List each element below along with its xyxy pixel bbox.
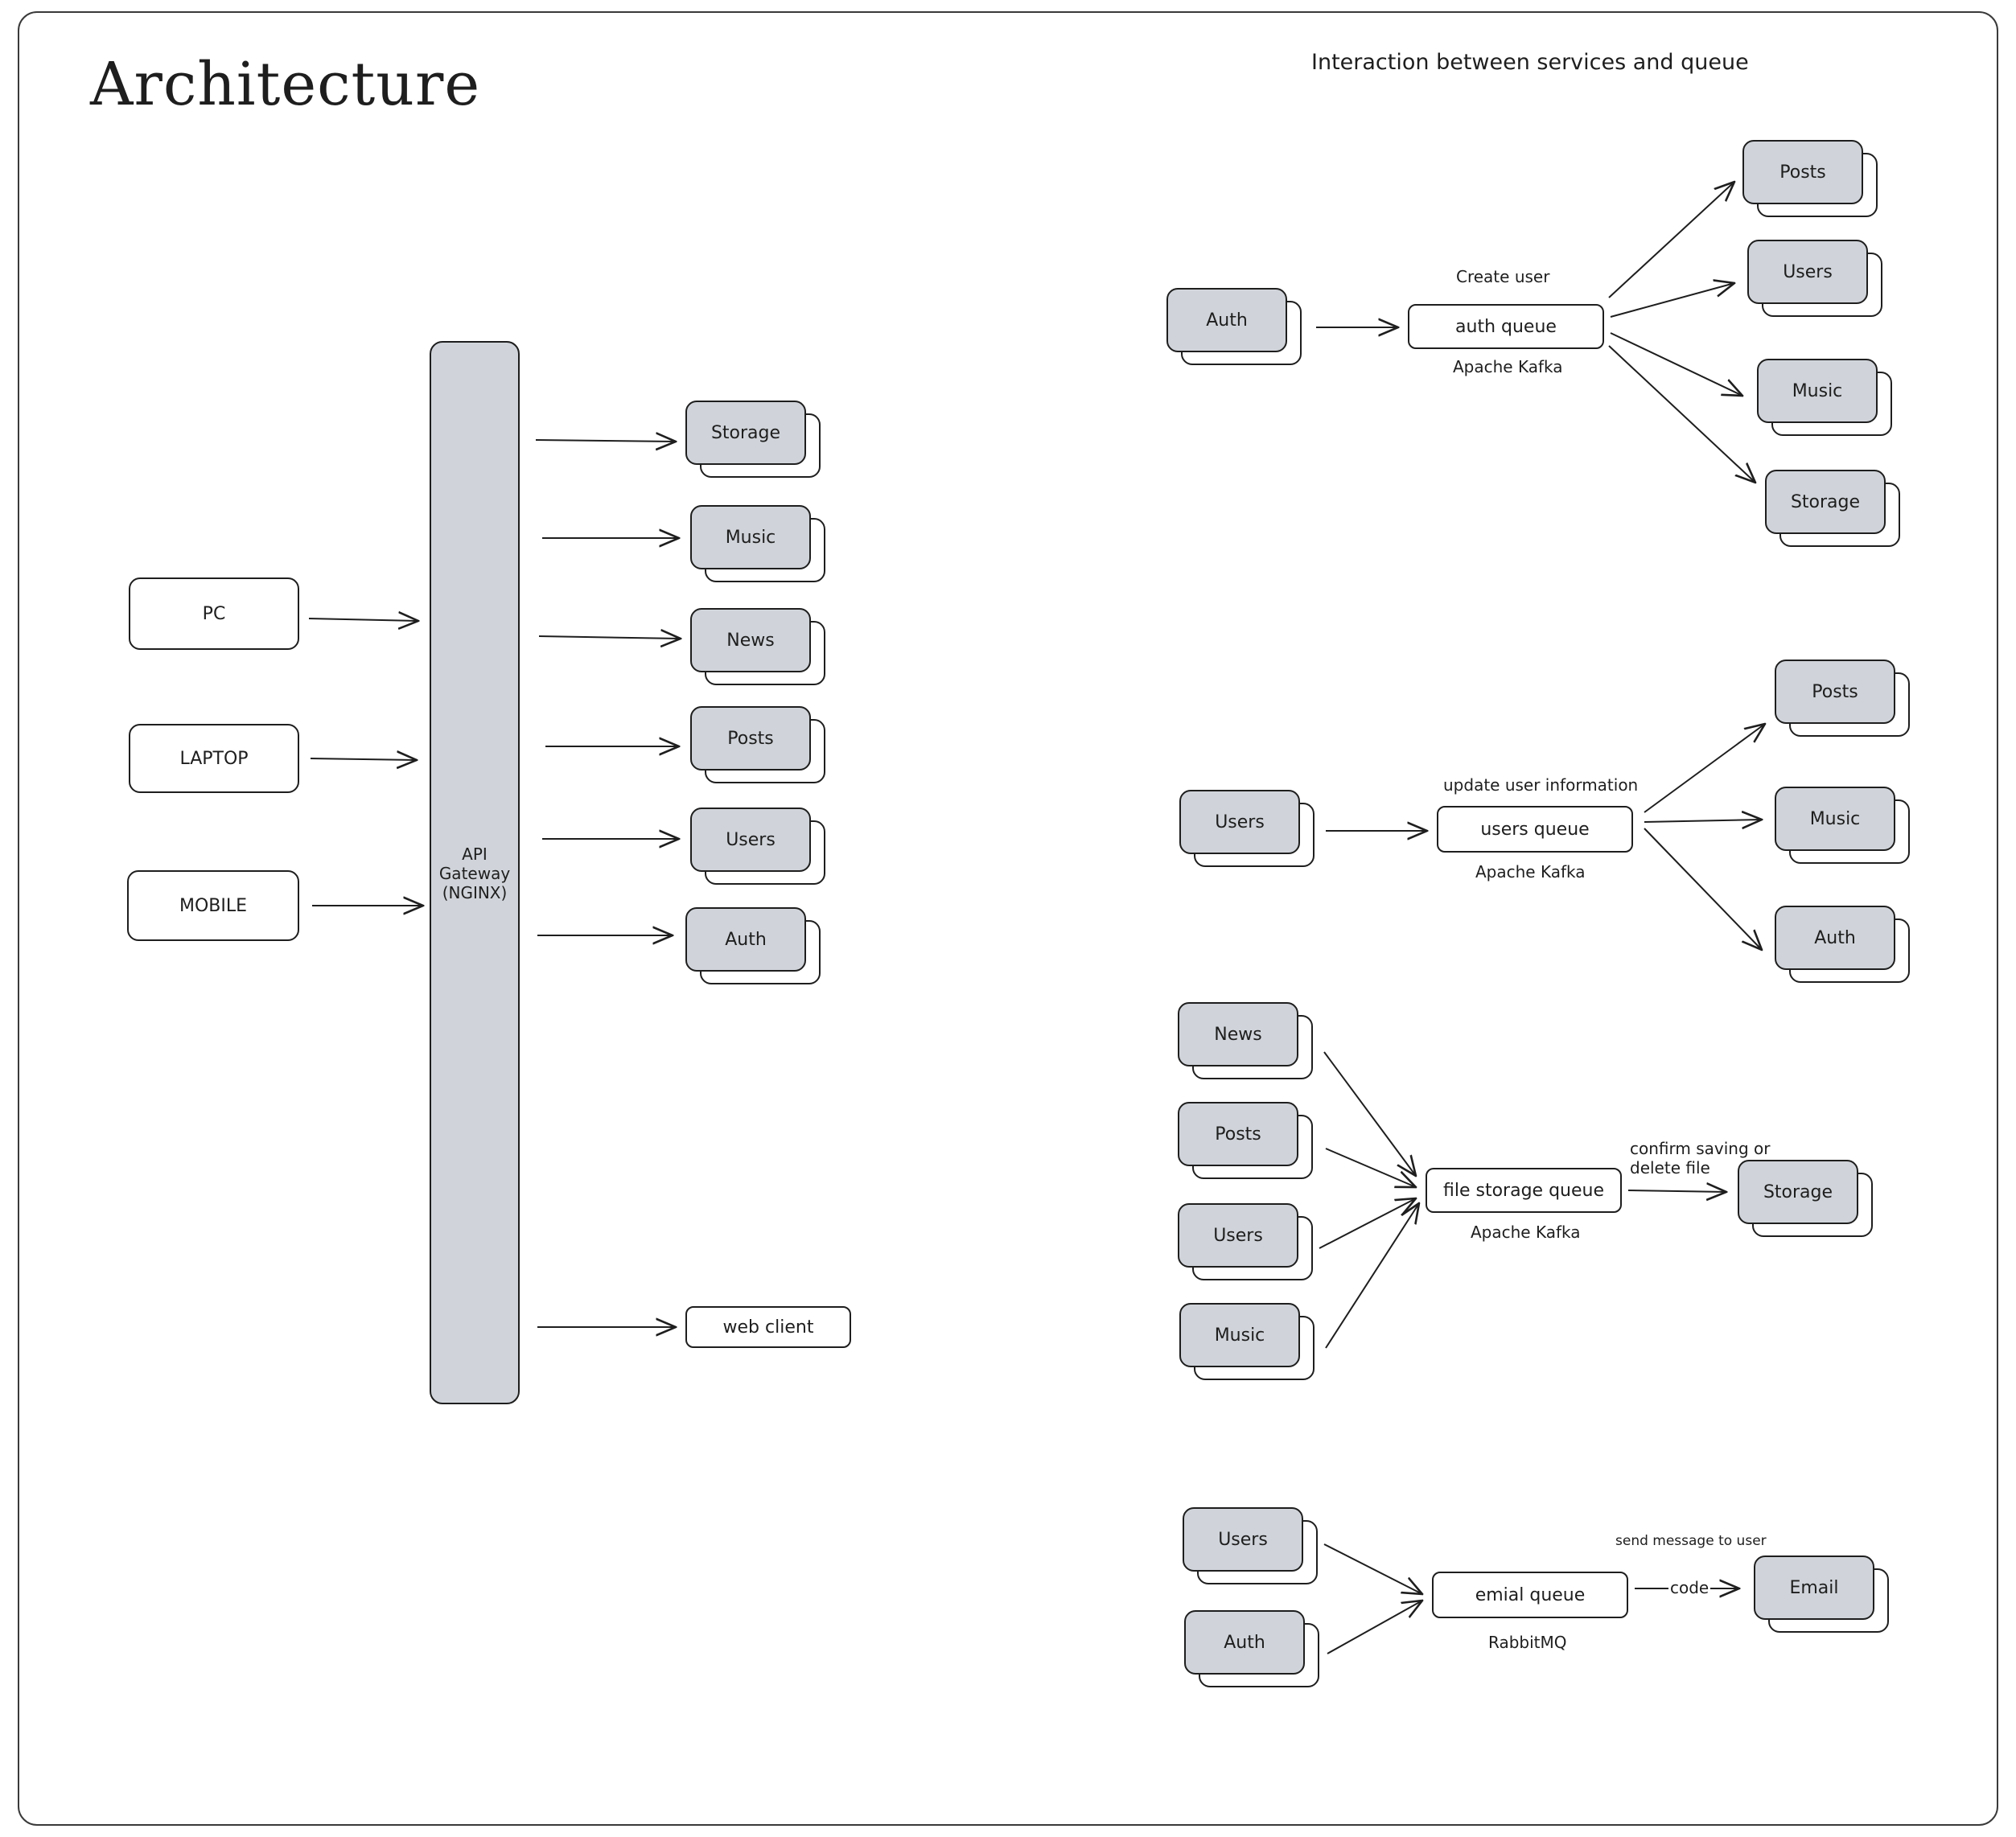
- service-label: Users: [1747, 240, 1868, 304]
- flow4-target-email[interactable]: Email: [1754, 1555, 1889, 1633]
- flow3-source-users[interactable]: Users: [1178, 1203, 1313, 1280]
- service-label: Storage: [685, 401, 806, 465]
- flow4-queue[interactable]: emial queue: [1432, 1572, 1628, 1618]
- flow1-broker-label: Apache Kafka: [1453, 357, 1563, 376]
- flow4-action-label: send message to user: [1615, 1533, 1767, 1549]
- section-heading: Interaction between services and queue: [1311, 50, 1749, 75]
- gateway-label-line3: (NGINX): [442, 883, 508, 902]
- service-label: Auth: [1775, 906, 1895, 970]
- arrow-usersqueue-auth: [1644, 828, 1762, 950]
- service-label: Users: [690, 808, 811, 872]
- arrow-gateway-storage: [535, 440, 676, 442]
- flow2-target-auth[interactable]: Auth: [1775, 906, 1910, 983]
- flow3-source-news[interactable]: News: [1178, 1002, 1313, 1079]
- arrow-music-filequeue: [1325, 1203, 1419, 1349]
- flow4-source-users[interactable]: Users: [1183, 1507, 1318, 1584]
- service-label: News: [690, 608, 811, 672]
- gateway-label-line1: API: [462, 845, 488, 864]
- flow2-target-posts[interactable]: Posts: [1775, 660, 1910, 737]
- flow2-source-users[interactable]: Users: [1179, 790, 1315, 867]
- arrow-authqueue-users: [1610, 283, 1734, 318]
- service-music[interactable]: Music: [690, 505, 825, 582]
- service-posts[interactable]: Posts: [690, 706, 825, 783]
- service-news[interactable]: News: [690, 608, 825, 685]
- arrow-authqueue-posts: [1608, 182, 1734, 298]
- arrow-gateway-news: [538, 636, 681, 639]
- flow1-source-auth[interactable]: Auth: [1166, 288, 1302, 365]
- flow3-queue[interactable]: file storage queue: [1426, 1168, 1622, 1213]
- arrow-news-filequeue: [1323, 1051, 1416, 1176]
- service-label: Music: [1775, 787, 1895, 851]
- service-label: Auth: [1184, 1610, 1305, 1675]
- service-label: Auth: [685, 907, 806, 972]
- service-label: Storage: [1738, 1160, 1858, 1224]
- flow3-action-line1: confirm saving or: [1630, 1139, 1771, 1158]
- arrow-users-emailqueue: [1323, 1543, 1422, 1594]
- flow1-event-label: Create user: [1456, 267, 1550, 286]
- flow4-broker-label: RabbitMQ: [1488, 1633, 1567, 1652]
- api-gateway[interactable]: API Gateway (NGINX): [430, 341, 520, 1404]
- arrow-auth-emailqueue: [1327, 1601, 1422, 1654]
- service-label: Users: [1178, 1203, 1298, 1268]
- arrow-authqueue-music: [1610, 332, 1742, 396]
- flow2-queue[interactable]: users queue: [1437, 806, 1633, 853]
- service-label: Posts: [1775, 660, 1895, 724]
- service-storage[interactable]: Storage: [685, 401, 821, 478]
- arrow-posts-filequeue: [1325, 1148, 1416, 1187]
- flow2-broker-label: Apache Kafka: [1475, 862, 1586, 882]
- service-label: Posts: [690, 706, 811, 771]
- service-label: Music: [1757, 359, 1878, 423]
- service-label: Storage: [1765, 470, 1886, 534]
- service-label: Email: [1754, 1555, 1874, 1620]
- arrow-users-filequeue: [1319, 1198, 1416, 1249]
- service-label: News: [1178, 1002, 1298, 1066]
- client-laptop[interactable]: LAPTOP: [129, 724, 299, 793]
- flow4-arrow-label: code: [1668, 1578, 1711, 1597]
- arrow-pc-gateway: [308, 618, 418, 621]
- flow4-source-auth[interactable]: Auth: [1184, 1610, 1319, 1687]
- arrow-usersqueue-music: [1644, 820, 1762, 822]
- arrow-laptop-gateway: [310, 758, 417, 760]
- flow3-action-line2: delete file: [1630, 1158, 1710, 1177]
- service-label: Posts: [1178, 1102, 1298, 1166]
- flow1-target-storage[interactable]: Storage: [1765, 470, 1900, 547]
- service-users[interactable]: Users: [690, 808, 825, 885]
- service-label: Users: [1179, 790, 1300, 854]
- flow1-target-posts[interactable]: Posts: [1742, 140, 1878, 217]
- flow3-broker-label: Apache Kafka: [1471, 1223, 1581, 1242]
- service-label: Users: [1183, 1507, 1303, 1572]
- arrow-usersqueue-posts: [1644, 724, 1765, 813]
- flow1-target-music[interactable]: Music: [1757, 359, 1892, 436]
- flow2-target-music[interactable]: Music: [1775, 787, 1910, 864]
- page-title: Architecture: [90, 50, 481, 119]
- flow3-source-posts[interactable]: Posts: [1178, 1102, 1313, 1179]
- service-label: Music: [1179, 1303, 1300, 1367]
- service-label: Music: [690, 505, 811, 569]
- client-mobile[interactable]: MOBILE: [127, 870, 299, 941]
- flow3-target-storage[interactable]: Storage: [1738, 1160, 1873, 1237]
- gateway-label-line2: Gateway: [438, 864, 511, 883]
- web-client[interactable]: web client: [685, 1306, 851, 1348]
- service-label: Auth: [1166, 288, 1287, 352]
- client-pc[interactable]: PC: [129, 577, 299, 650]
- flow3-source-music[interactable]: Music: [1179, 1303, 1315, 1380]
- canvas-frame: [18, 11, 1998, 1826]
- service-label: Posts: [1742, 140, 1863, 204]
- arrow-filequeue-storage: [1627, 1190, 1726, 1192]
- flow1-target-users[interactable]: Users: [1747, 240, 1882, 317]
- flow2-event-label: update user information: [1443, 775, 1639, 795]
- arrow-authqueue-storage: [1608, 345, 1755, 483]
- flow1-queue[interactable]: auth queue: [1408, 304, 1604, 349]
- service-auth[interactable]: Auth: [685, 907, 821, 984]
